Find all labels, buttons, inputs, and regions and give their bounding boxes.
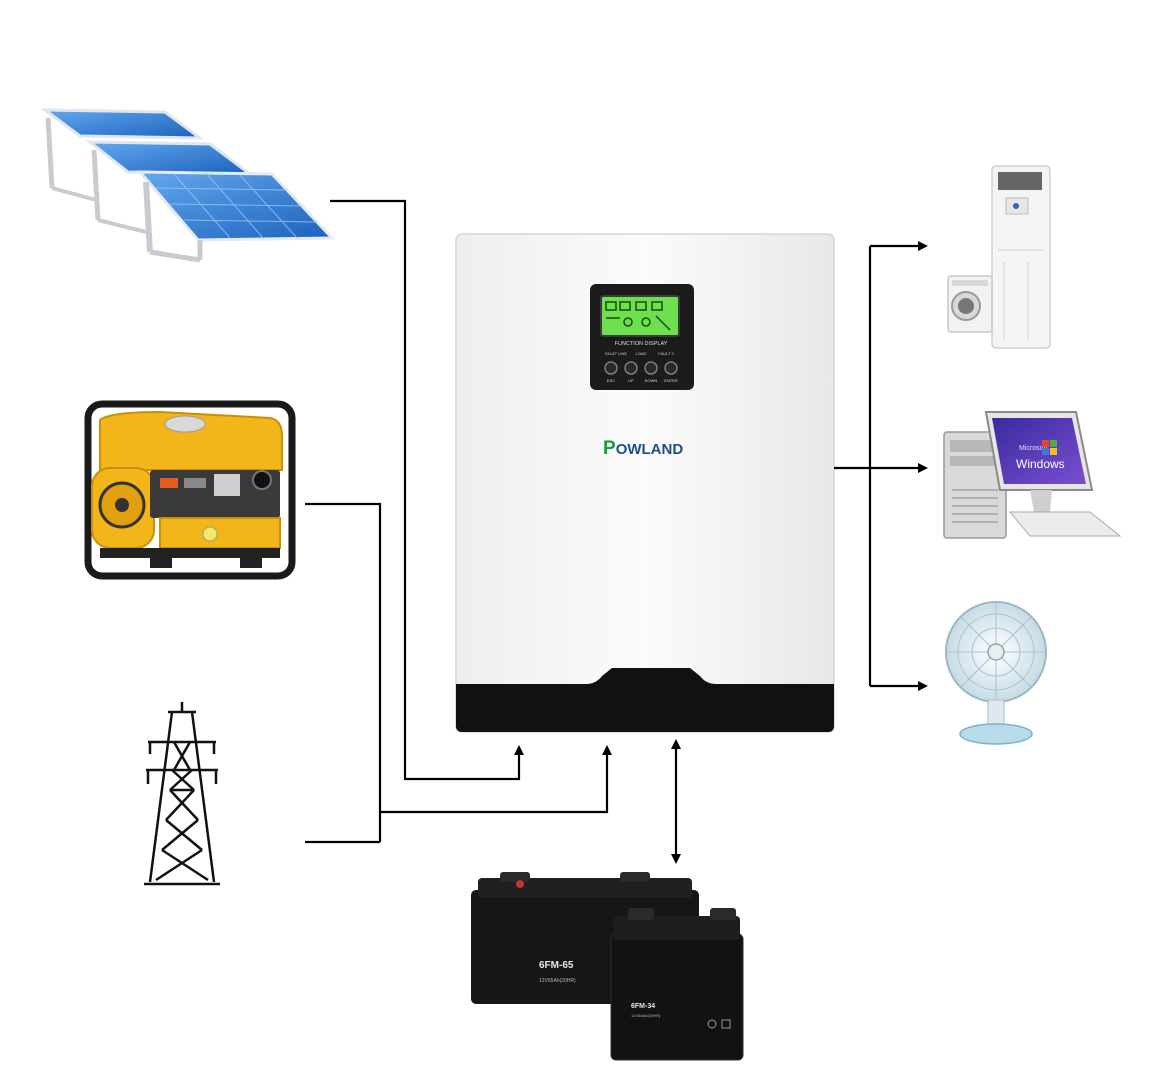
brand-logo-rest: OWLAND xyxy=(616,441,684,458)
lcd-button-label: UP xyxy=(628,378,634,383)
battery-symbols-icon xyxy=(707,1019,731,1029)
solar-panels-icon xyxy=(40,108,336,263)
lcd-row-label: FAULT 2 xyxy=(658,351,674,356)
lcd-function-label: FUNCTION DISPLAY xyxy=(615,341,668,347)
ac-input-wire xyxy=(380,745,612,814)
fan-icon xyxy=(945,601,1047,745)
lcd-buttons: ESC UP DOWN ENTER xyxy=(604,361,678,383)
monitor-brand-text: Microsoft xyxy=(1019,445,1047,452)
windows-logo-icon xyxy=(1042,440,1057,455)
battery-small-spec: 12V34Ah(20HR) xyxy=(631,1013,661,1018)
air-conditioner-icon xyxy=(991,165,1051,349)
lcd-button-label: ESC xyxy=(607,378,615,383)
lcd-row-label: FAULT LINE xyxy=(605,351,627,356)
power-grid-icon xyxy=(144,702,220,886)
inverter-unit: FUNCTION DISPLAY FAULT LINE LOAD FAULT 2 E… xyxy=(455,233,835,733)
battery-large-model: 6FM-65 xyxy=(539,960,574,971)
lcd-button-label: DOWN xyxy=(645,378,658,383)
output-wires xyxy=(834,241,928,691)
washing-machine-icon xyxy=(947,275,993,333)
lcd-button-down[interactable] xyxy=(644,361,658,375)
battery-small-icon: 6FM-34 12V34Ah(20HR) xyxy=(610,908,744,1061)
monitor-os-text: Windows xyxy=(1016,457,1065,471)
brand-logo-first-letter: P xyxy=(603,438,616,459)
computer-icon: Microsoft Windows xyxy=(943,411,1122,539)
battery-large-spec: 12V65Ah(20HR) xyxy=(539,978,576,984)
solar-wire xyxy=(330,199,524,781)
brand-logo: POWLAND xyxy=(603,438,683,459)
generator-wire xyxy=(305,502,382,842)
lcd-button-esc[interactable] xyxy=(604,361,618,375)
lcd-row-label: LOAD xyxy=(636,351,647,356)
lcd-button-enter[interactable] xyxy=(664,361,678,375)
battery-small-model: 6FM-34 xyxy=(631,1003,655,1010)
lcd-button-label: ENTER xyxy=(664,378,678,383)
input-wires xyxy=(305,199,681,864)
lcd-row-labels: FAULT LINE LOAD FAULT 2 xyxy=(605,351,675,356)
lcd-button-up[interactable] xyxy=(624,361,638,375)
generator-icon xyxy=(84,400,296,580)
